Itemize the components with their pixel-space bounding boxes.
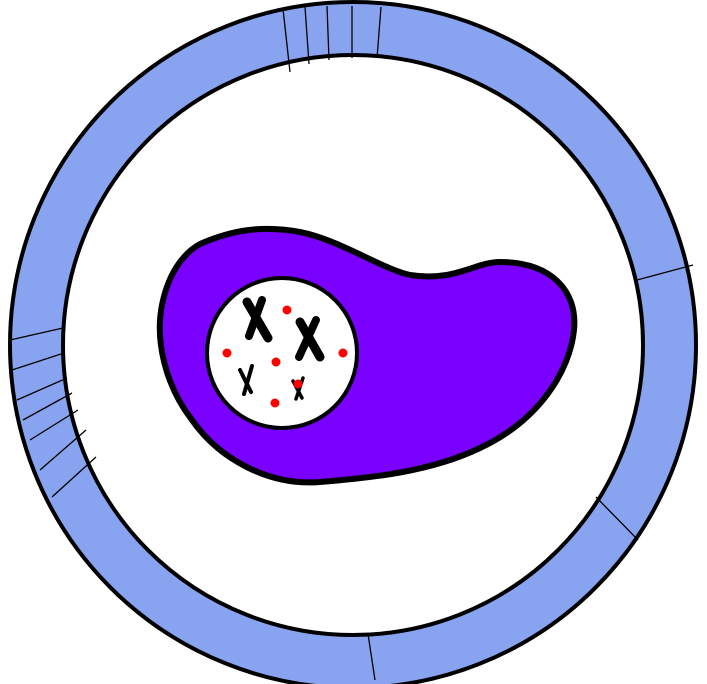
ring-segment-line [376, 6, 382, 59]
ring-segment-line [326, 5, 330, 61]
ring-segment-line [367, 633, 376, 681]
ring-segment-line [282, 8, 291, 73]
chromosome-x-icon [238, 364, 254, 396]
ring-segment-line [16, 377, 68, 401]
ring-segment-line [304, 6, 310, 65]
chromosome-x-icon [295, 316, 325, 362]
ring-segment-line [22, 392, 73, 421]
dot [222, 348, 232, 358]
ring-segment-line [51, 456, 97, 498]
ring-segment-line [39, 429, 87, 471]
ring-segment-line [29, 409, 79, 441]
chromosome-x-icon [242, 296, 273, 343]
dot [293, 379, 303, 389]
ring-segment-line [595, 496, 639, 541]
ring-segment-line [9, 327, 64, 341]
ring-segment-lines [9, 5, 694, 681]
ring-segment-line [636, 264, 694, 281]
ring-segment-line [11, 352, 65, 371]
dot [338, 348, 348, 358]
red-dots [222, 305, 348, 408]
dot [282, 305, 292, 315]
dot [271, 357, 281, 367]
dot [270, 398, 280, 408]
